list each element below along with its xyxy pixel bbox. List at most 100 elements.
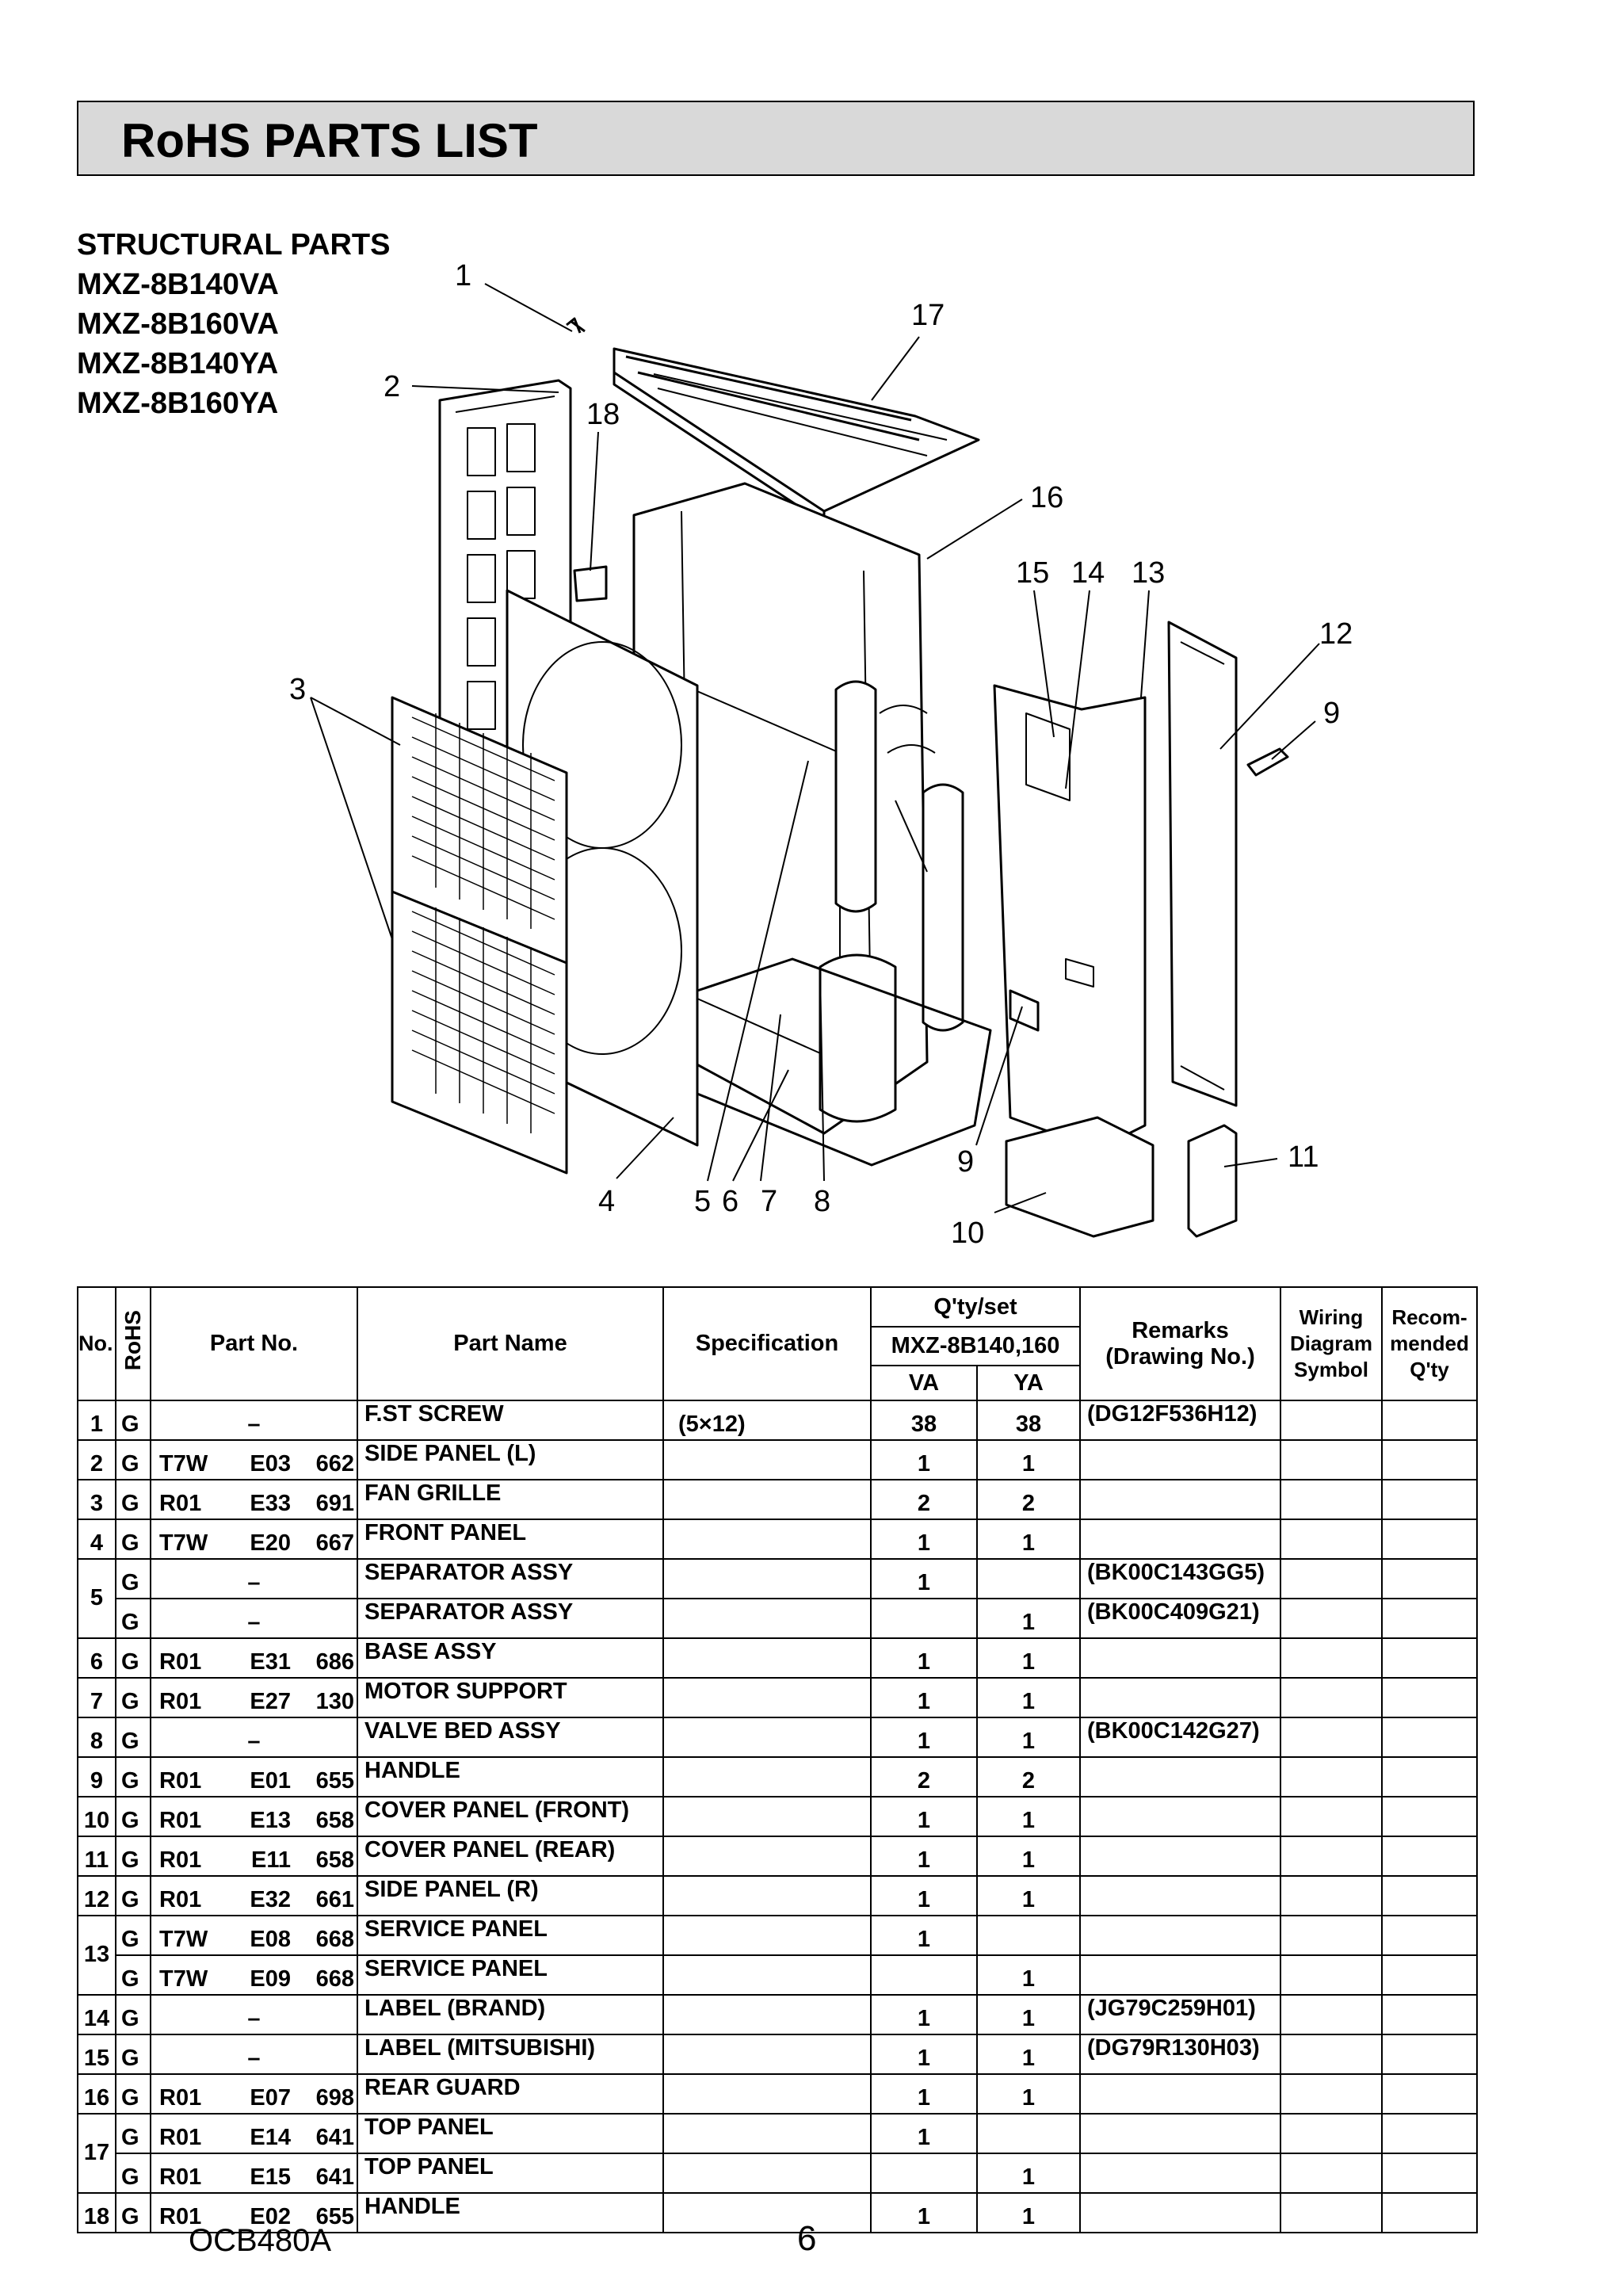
specification: [662, 1439, 872, 1480]
qty-ya: 1: [976, 1954, 1081, 1996]
wiring-symbol: [1280, 2113, 1383, 2154]
header-va: VA: [870, 1365, 978, 1401]
recommended-qty: [1381, 1717, 1478, 1758]
specification: [662, 1915, 872, 1956]
part-number-segment: E13: [250, 1808, 291, 1833]
qty-ya: 1: [976, 2153, 1081, 2194]
part-number-segment: T7W: [159, 1966, 208, 1992]
specification: (5×12): [662, 1400, 872, 1441]
part-number-segment: E14: [250, 2125, 291, 2150]
qty-va: 38: [870, 1400, 978, 1441]
rohs-code: G: [115, 1836, 151, 1877]
recommended-qty: [1381, 1796, 1478, 1837]
remarks: [1079, 2153, 1281, 2194]
rohs-code: G: [115, 1400, 151, 1441]
part-number-segment: E15: [250, 2164, 291, 2190]
part-name: COVER PANEL (REAR): [357, 1836, 664, 1877]
rohs-code: G: [115, 1875, 151, 1916]
rohs-code: G: [115, 1439, 151, 1480]
part-number-segment: E07: [250, 2085, 291, 2111]
part-number: –: [150, 1400, 358, 1441]
part-number: R01 E14 641: [150, 2113, 358, 2154]
recommended-qty: [1381, 1836, 1478, 1877]
specification: [662, 2113, 872, 2154]
qty-va: 1: [870, 1439, 978, 1480]
rohs-code: G: [115, 2073, 151, 2115]
specification: [662, 1875, 872, 1916]
row-number: 13: [77, 1915, 116, 1996]
row-number: 10: [77, 1796, 116, 1837]
part-number-segment: E08: [250, 1927, 291, 1952]
rohs-code: G: [115, 2153, 151, 2194]
page-title: RoHS PARTS LIST: [121, 114, 538, 167]
row-number: 14: [77, 1994, 116, 2035]
remarks: (BK00C409G21): [1079, 1598, 1281, 1639]
rohs-code: G: [115, 1915, 151, 1956]
qty-ya: 1: [976, 1439, 1081, 1480]
specification: [662, 1677, 872, 1718]
specification: [662, 1796, 872, 1837]
part-number-segment: R01: [159, 2125, 202, 2150]
part-number-segment: E33: [250, 1491, 291, 1516]
callout-9: 9: [1323, 697, 1340, 730]
rohs-code: G: [115, 1756, 151, 1797]
rohs-code: G: [115, 1519, 151, 1560]
qty-ya: 38: [976, 1400, 1081, 1441]
part-number: –: [150, 1717, 358, 1758]
recommended-qty: [1381, 2153, 1478, 2194]
specification: [662, 1717, 872, 1758]
part-number-segment: 686: [315, 1649, 354, 1675]
qty-ya: 1: [976, 2192, 1081, 2233]
wiring-symbol: [1280, 1717, 1383, 1758]
row-number: 18: [77, 2192, 116, 2233]
specification: [662, 1519, 872, 1560]
wiring-symbol: [1280, 1598, 1383, 1639]
parts-table: No. RoHS Part No. Part Name Specificatio…: [77, 1286, 1478, 2233]
rohs-code: G: [115, 1994, 151, 2035]
header-remarks: Remarks(Drawing No.): [1079, 1286, 1281, 1401]
wiring-symbol: [1280, 1519, 1383, 1560]
part-number: –: [150, 1558, 358, 1599]
part-name: F.ST SCREW: [357, 1400, 664, 1441]
qty-ya: 1: [976, 1994, 1081, 2035]
row-number: 17: [77, 2113, 116, 2194]
remarks: [1079, 1637, 1281, 1679]
part-number-segment: 661: [315, 1887, 354, 1912]
title-bar: RoHS PARTS LIST: [77, 101, 1475, 176]
part-number-segment: R01: [159, 2204, 202, 2229]
wiring-symbol: [1280, 1875, 1383, 1916]
qty-va: [870, 1954, 978, 1996]
wiring-symbol: [1280, 1479, 1383, 1520]
recommended-qty: [1381, 2192, 1478, 2233]
callout-5: 5: [694, 1185, 711, 1218]
header-ya: YA: [976, 1365, 1081, 1401]
wiring-symbol: [1280, 1439, 1383, 1480]
part-name: SERVICE PANEL: [357, 1915, 664, 1956]
header-specification: Specification: [662, 1286, 872, 1401]
part-number-dash: –: [247, 1570, 261, 1595]
qty-va: 1: [870, 2073, 978, 2115]
part-number-segment: 641: [315, 2125, 354, 2150]
part-number-segment: E11: [251, 1847, 291, 1873]
callout-8: 8: [814, 1185, 830, 1218]
qty-va: 1: [870, 2034, 978, 2075]
category-label: STRUCTURAL PARTS: [77, 228, 391, 262]
part-number-segment: 698: [315, 2085, 354, 2111]
part-number-segment: 668: [315, 1966, 354, 1992]
part-name: LABEL (MITSUBISHI): [357, 2034, 664, 2075]
row-number: 5: [77, 1558, 116, 1639]
wiring-symbol: [1280, 2034, 1383, 2075]
header-qty-set: Q'ty/set: [870, 1286, 1081, 1328]
qty-ya: 1: [976, 1598, 1081, 1639]
callout-3: 3: [289, 673, 306, 706]
specification: [662, 1756, 872, 1797]
